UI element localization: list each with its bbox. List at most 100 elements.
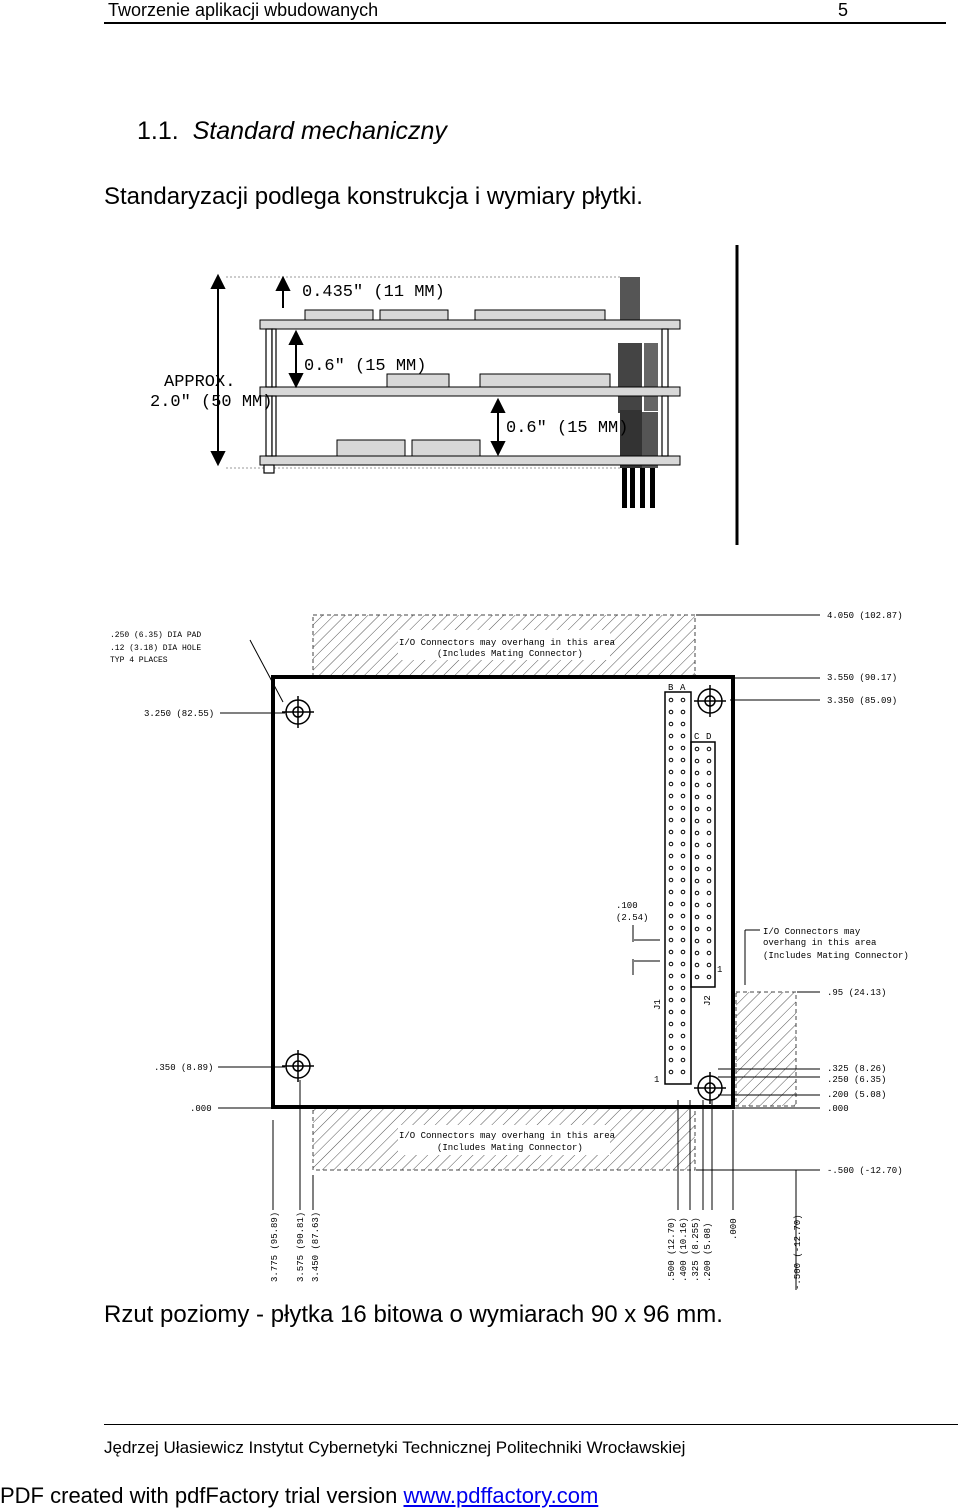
j1-pin-hole [680,1045,686,1051]
j1-pin-hole [668,973,674,979]
j1-pin-hole [668,1021,674,1027]
j2-pin-hole [694,830,700,836]
j1-pin-hole [680,721,686,727]
j2-pin-hole [694,962,700,968]
bottom-dim-3450: 3.450 (87.63) [311,1212,321,1282]
bottom-dim-0400: .400 (10.16) [679,1217,689,1282]
j1-pin-hole [668,769,674,775]
j1-pin-hole [668,985,674,991]
pin-one-marker-j1: 1 [654,1075,659,1085]
j1-pin-hole [668,1057,674,1063]
j2-pin-hole [694,938,700,944]
j2-pin-hole [694,770,700,776]
approx-label-line2: 2.0" (50 MM) [150,393,272,412]
j1-pin-hole [668,841,674,847]
spacing-label-bottom: 0.6" (15 MM) [506,419,628,438]
right-dim-3550: 3.550 (90.17) [827,673,897,683]
j1-row-b-label: B [668,683,674,693]
j1-pin-hole [680,805,686,811]
j1-pin-hole [668,733,674,739]
j2-pin-hole [706,746,712,752]
io-top-line1: I/O Connectors may overhang in this area [399,638,616,648]
right-dim-095: .95 (24.13) [827,988,886,998]
j1-pin-hole [668,1045,674,1051]
spacing-label-top: 0.435" (11 MM) [302,283,445,302]
bottom-dim-0000: .000 [729,1218,739,1240]
io-top-line2: (Includes Mating Connector) [437,649,583,659]
j1-pin-hole [680,757,686,763]
j2-pin-hole [706,962,712,968]
j2-pin-hole [706,758,712,764]
j2-pin-hole [694,794,700,800]
j2-pin-hole [694,842,700,848]
j1-pin-hole [680,697,686,703]
j2-pin-hole [706,914,712,920]
j1-pin-hole [680,865,686,871]
j2-pin-hole [706,782,712,788]
io-right-line3: (Includes Mating Connector) [763,951,909,961]
section-title: Standard mechaniczny [192,117,447,145]
j1-pin-hole [668,937,674,943]
io-bottom-line2: (Includes Mating Connector) [437,1143,583,1153]
left-dim-3250: 3.250 (82.55) [144,709,214,719]
j1-pin-hole [680,769,686,775]
j1-pin-hole [668,1009,674,1015]
j1-pin-hole [668,757,674,763]
j1-row-a-label: A [680,683,686,693]
bottom-dim-minus0500: -.500 (-12.70) [793,1214,803,1290]
j1-pin-hole [668,853,674,859]
bottom-dim-3575: 3.575 (90.81) [296,1212,306,1282]
j1-pin-hole [680,841,686,847]
j1-pin-hole [668,709,674,715]
j1-pin-hole [680,1057,686,1063]
j1-pin-hole [668,889,674,895]
j2-pin-hole [694,746,700,752]
left-dim-0350: .350 (8.89) [154,1063,213,1073]
approx-label-line1: APPROX. [164,373,235,392]
footer-author: Jędrzej Ułasiewicz Instytut Cybernetyki … [104,1438,686,1457]
right-dim-minus0500: -.500 (-12.70) [827,1166,903,1176]
j2-pin-hole [706,818,712,824]
page-number: 5 [838,0,849,20]
pdffactory-link[interactable]: www.pdffactory.com [403,1483,599,1508]
connector-j1-label: J1 [653,999,663,1010]
j2-pin-hole [694,950,700,956]
j2-row-c-label: C [694,732,700,742]
j1-pin-hole [680,925,686,931]
j1-pin-hole [668,1033,674,1039]
j2-pin-hole [694,758,700,764]
board-outline [271,675,735,1109]
io-right-line1: I/O Connectors may [763,927,861,937]
j1-pin-hole [680,1009,686,1015]
figure-caption: Rzut poziomy - płytka 16 bitowa o wymiar… [104,1301,723,1328]
pc104-board-middle [259,373,681,397]
j1-pin-hole [668,1069,674,1075]
j1-pin-hole [668,961,674,967]
j2-pin-hole [706,938,712,944]
pin-one-marker-j2: 1 [717,965,722,975]
j2-pin-hole [706,842,712,848]
j1-pin-hole [680,937,686,943]
j1-pin-hole [668,913,674,919]
j1-pin-hole [668,925,674,931]
j1-pin-hole [680,817,686,823]
j2-pin-hole [694,854,700,860]
j1-pin-hole [680,829,686,835]
j1-pin-hole [680,913,686,919]
j1-pin-hole [668,745,674,751]
bottom-dim-0325: .325 (8.255) [691,1217,701,1282]
j1-pin-hole [668,901,674,907]
stack-connector-column [618,277,658,508]
j1-pin-hole [668,949,674,955]
j1-pin-hole [680,733,686,739]
spacing-label-middle: 0.6" (15 MM) [304,357,426,376]
bottom-dim-3775: 3.775 (95.89) [270,1212,280,1282]
j2-pin-hole [694,782,700,788]
j2-pin-hole [706,890,712,896]
footer-divider [104,1424,958,1425]
section-heading: 1.1. Standard mechaniczny [137,117,447,146]
pc104-board-top [259,309,681,330]
pc104-board-bottom [259,439,681,466]
j2-pin-hole [706,902,712,908]
j2-pin-hole [706,878,712,884]
